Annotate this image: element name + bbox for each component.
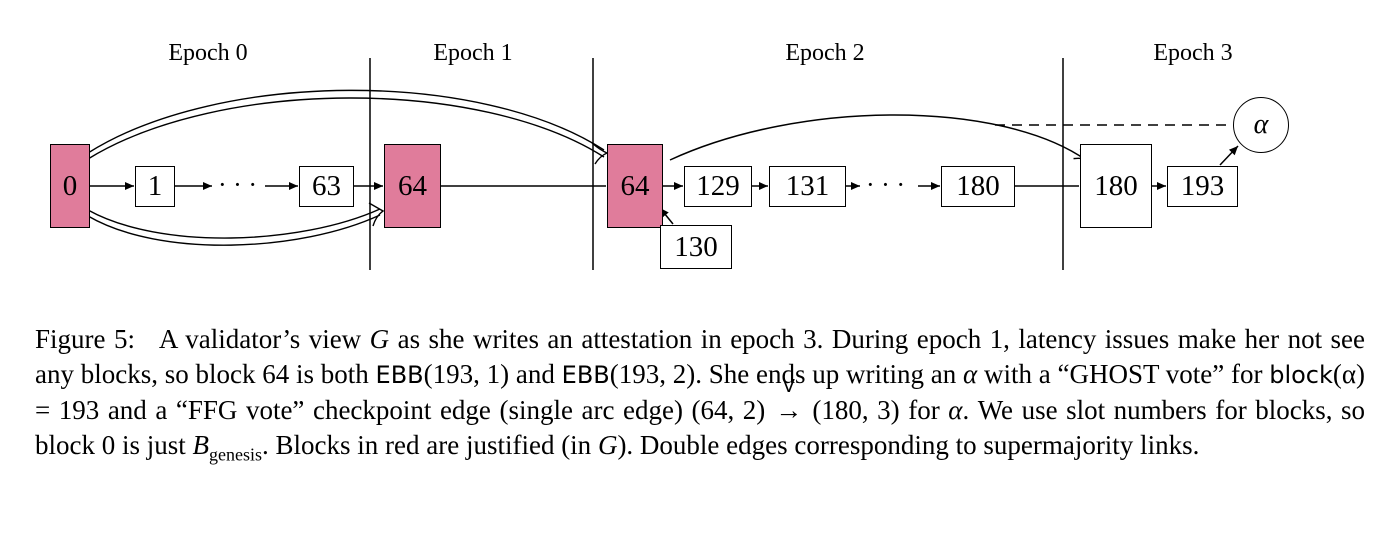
blockchain-diagram: Epoch 0 Epoch 1 Epoch 2 Epoch 3 0 1 · · …	[50, 40, 1289, 270]
caption-ebb-1-args: (193, 1)	[423, 359, 510, 389]
edges-layer	[87, 58, 1239, 270]
caption-label: Figure 5:	[35, 324, 135, 354]
block-131: 131	[769, 166, 846, 207]
caption-block-arg: (α) = 193	[35, 359, 1366, 425]
epoch-label-0: Epoch 0	[168, 40, 248, 66]
caption-edge-from: (64, 2)	[691, 395, 774, 425]
supermajority-link-0-64b-a	[87, 89, 605, 154]
caption-and: and	[509, 359, 562, 389]
caption-seg-1: A validator’s view	[158, 324, 370, 354]
epoch-label-2: Epoch 2	[785, 40, 865, 66]
supermajority-link-0-64b-b	[87, 97, 605, 160]
block-63: 63	[299, 166, 354, 207]
supermajority-arrowhead-2	[368, 202, 385, 227]
epoch-label-1: Epoch 1	[433, 40, 513, 66]
block-64-epoch1: 64	[384, 144, 441, 228]
epoch-label-3: Epoch 3	[1153, 40, 1233, 66]
block-1: 1	[135, 166, 175, 207]
block-0: 0	[50, 144, 90, 228]
caption-seg-6: for	[899, 395, 949, 425]
ellipsis-epoch2: · · ·	[866, 170, 905, 199]
caption-math-G2: G	[597, 430, 618, 460]
caption-ebb-2-args: (193, 2)	[609, 359, 696, 389]
caption-seg-4: with a “GHOST vote” for	[977, 359, 1270, 389]
caption-seg-9: ). Double edges corresponding to superma…	[617, 430, 1200, 460]
edge-193-alpha	[1219, 145, 1239, 166]
caption-alpha-1: α	[963, 359, 978, 389]
figure-caption: Figure 5: A validator’s view G as she wr…	[35, 322, 1365, 472]
caption-ebb-1: EBB	[375, 361, 424, 389]
supermajority-link-0-64a-b	[87, 214, 381, 246]
caption-seg-5: and a “FFG vote” checkpoint edge (single…	[99, 395, 692, 425]
caption-genesis: genesis	[209, 444, 263, 465]
caption-edge-arrow: V→	[774, 376, 804, 428]
caption-seg-7: . We use slot numbers for blocks, so blo…	[35, 395, 1366, 460]
ffg-vote-arc	[669, 114, 1087, 161]
caption-block-fn: block	[1269, 361, 1333, 389]
block-130: 130	[660, 225, 732, 269]
caption-edge-top: V	[782, 376, 795, 397]
block-180-epoch2: 180	[941, 166, 1015, 207]
caption-seg-8: . Blocks in red are justified (in	[262, 430, 598, 460]
caption-text: Figure 5: A validator’s view G as she wr…	[35, 322, 1365, 472]
block-129: 129	[684, 166, 752, 207]
caption-edge-to: (180, 3)	[803, 395, 900, 425]
caption-seg-2: as she writes an attestation in epoch 3.…	[35, 324, 1366, 389]
ellipsis-epoch0: · · ·	[218, 170, 257, 199]
block-64-epoch2: 64	[607, 144, 663, 228]
block-193: 193	[1167, 166, 1238, 207]
caption-math-G: G	[369, 324, 390, 354]
caption-edge-arrow-glyph: →	[775, 395, 803, 425]
caption-alpha-2: α	[948, 395, 963, 425]
caption-math-B: B	[192, 430, 210, 460]
block-180-epoch3: 180	[1080, 144, 1152, 228]
supermajority-link-0-64a-a	[87, 208, 381, 239]
caption-ebb-2: EBB	[561, 361, 610, 389]
alpha-node: α	[1233, 97, 1289, 153]
caption-seg-3: . She ends up writing an	[695, 359, 964, 389]
